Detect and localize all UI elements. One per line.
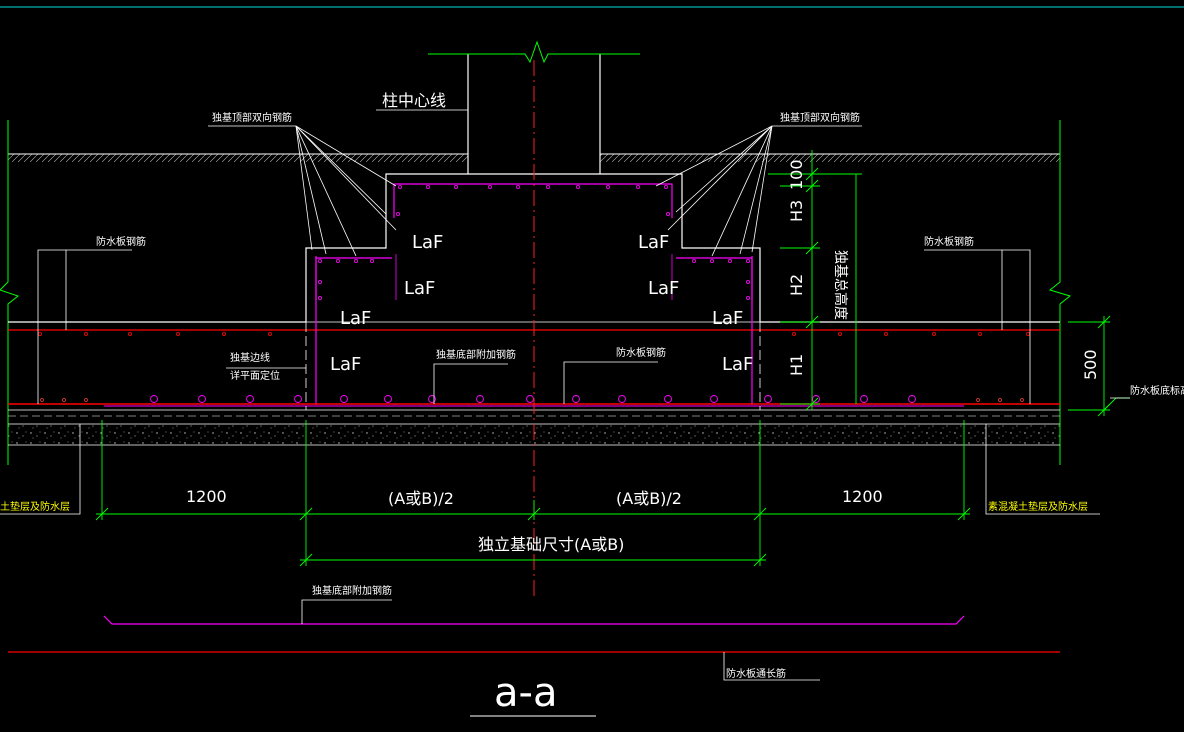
- dim-h2: H2: [787, 274, 806, 296]
- edge-line-label: 独基边线: [230, 351, 270, 364]
- left-bedding-label: 土垫层及防水层: [0, 500, 70, 513]
- left-bedding-leader: [0, 424, 81, 515]
- laf-markers: [315, 254, 753, 372]
- wp-rebar-label-right: 防水板钢筋: [924, 235, 974, 248]
- dim-h100: 100: [787, 159, 806, 190]
- laf-label-l4: LaF: [330, 354, 361, 375]
- laf-label-r1: LaF: [638, 232, 669, 253]
- vertical-dimensions: [768, 150, 1111, 417]
- dim-h1: H1: [787, 354, 806, 376]
- plan-position-label: 详平面定位: [230, 369, 280, 382]
- laf-label-r3: LaF: [712, 308, 743, 329]
- column-centerline-label: 柱中心线: [382, 91, 446, 110]
- dim-right-extent: 1200: [842, 487, 883, 506]
- right-bedding-leader: [985, 424, 1100, 515]
- wp-bottom-elev-label: 防水板底标高: [1130, 384, 1184, 397]
- wp-rebar-label-left: 防水板钢筋: [96, 235, 146, 248]
- laf-label-r4: LaF: [722, 354, 753, 375]
- laf-label-l2: LaF: [404, 278, 435, 299]
- laf-label-l1: LaF: [412, 232, 443, 253]
- right-bedding-label: 素混凝土垫层及防水层: [988, 500, 1088, 513]
- wp-mid-leader: [563, 361, 658, 404]
- ground-hatch-left: [8, 154, 468, 162]
- horizontal-dimensions: [95, 420, 971, 567]
- through-rebar-label: 防水板通长筋: [726, 667, 786, 680]
- left-wp-leader: [37, 249, 132, 404]
- dim-overall: 独立基础尺寸(A或B): [478, 535, 624, 554]
- dim-left-extent: 1200: [186, 487, 227, 506]
- top-rebar-label-right: 独基顶部双向钢筋: [780, 111, 860, 124]
- total-height-label: 独基总高度: [832, 250, 849, 320]
- dim-h3: H3: [787, 200, 806, 222]
- lower-add-leader: [301, 599, 392, 624]
- section-title: a-a: [494, 670, 557, 716]
- leaders-top-left: [208, 125, 397, 257]
- column: [467, 54, 601, 174]
- elevation-marker: [1103, 397, 1130, 411]
- bottom-add-leader: [433, 363, 508, 404]
- right-break-line: [1048, 120, 1072, 465]
- left-break-line: [0, 120, 20, 465]
- column-break-line: [428, 40, 640, 64]
- slab-bottom-rebar-dots: [150, 395, 916, 403]
- ground-hatch-right: [600, 154, 1060, 162]
- leaders-top-right: [655, 125, 862, 257]
- bottom-add-rebar-label: 独基底部附加钢筋: [436, 348, 516, 361]
- rebar-dots-top: [317, 184, 751, 300]
- dim-half-right: (A或B)/2: [616, 489, 682, 508]
- lower-through-leader: [723, 652, 820, 681]
- lower-add-rebar-label: 独基底部附加钢筋: [312, 584, 392, 597]
- lower-additional-rebar: [103, 615, 965, 625]
- dim-h500: 500: [1081, 349, 1100, 380]
- top-rebar-label-left: 独基顶部双向钢筋: [212, 111, 292, 124]
- right-wp-leader: [924, 249, 1031, 404]
- laf-label-r2: LaF: [648, 278, 679, 299]
- wp-rebar-mid-label: 防水板钢筋: [616, 346, 666, 359]
- slab-bottom-red-dots: [40, 398, 1024, 402]
- laf-label-l3: LaF: [340, 308, 371, 329]
- dim-half-left: (A或B)/2: [388, 489, 454, 508]
